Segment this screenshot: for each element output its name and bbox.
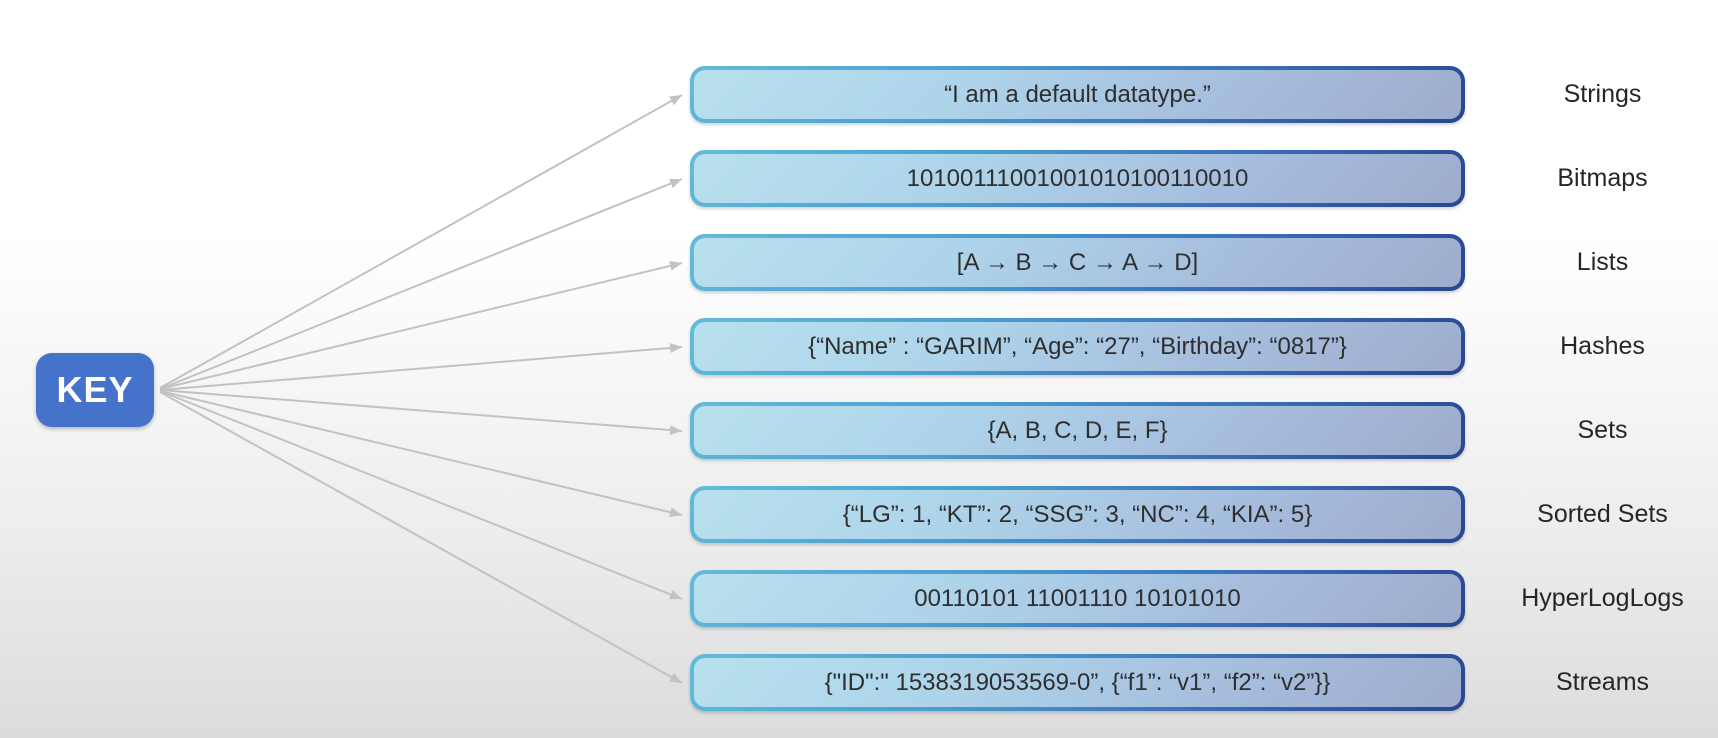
type-label-hashes: Hashes <box>1560 332 1645 360</box>
value-text-bitmaps: 10100111001001010100110010 <box>906 164 1249 192</box>
value-box-strings: “I am a default datatype.” <box>690 66 1465 123</box>
type-label-hyperloglogs: HyperLogLogs <box>1521 584 1684 612</box>
value-text-lists: [A → B → C → A → D] <box>956 248 1199 276</box>
type-label-sorted-sets: Sorted Sets <box>1537 500 1668 528</box>
value-box-lists: [A → B → C → A → D] <box>690 234 1465 291</box>
value-text-streams: {"ID":" 1538319053569-0”, {“f1”: “v1”, “… <box>824 668 1331 696</box>
type-label-strings: Strings <box>1563 80 1642 108</box>
value-text-sorted-sets: {“LG”: 1, “KT”: 2, “SSG”: 3, “NC”: 4, “K… <box>842 500 1313 528</box>
value-box-bitmaps: 10100111001001010100110010 <box>690 150 1465 207</box>
arrow-to-strings <box>159 94 683 389</box>
value-box-sets: {A, B, C, D, E, F} <box>690 402 1465 459</box>
key-node: KEY <box>36 353 154 427</box>
arrow-to-streams <box>159 391 683 684</box>
value-box-sorted-sets: {“LG”: 1, “KT”: 2, “SSG”: 3, “NC”: 4, “K… <box>690 486 1465 543</box>
value-text-strings: “I am a default datatype.” <box>944 80 1211 108</box>
key-label: KEY <box>56 369 134 410</box>
value-text-sets: {A, B, C, D, E, F} <box>987 416 1168 444</box>
value-text-hashes: {“Name” : “GARIM”, “Age”: “27”, “Birthda… <box>808 332 1347 360</box>
arrow-to-bitmaps <box>159 178 683 390</box>
arrow-to-hyperloglogs <box>159 390 683 600</box>
value-box-hyperloglogs: 00110101 11001110 10101010 <box>690 570 1465 627</box>
type-label-sets: Sets <box>1577 416 1628 444</box>
type-label-lists: Lists <box>1576 248 1629 276</box>
type-label-bitmaps: Bitmaps <box>1557 164 1648 192</box>
value-box-streams: {"ID":" 1538319053569-0”, {“f1”: “v1”, “… <box>690 654 1465 711</box>
type-label-streams: Streams <box>1555 668 1650 696</box>
arrow-to-sets <box>159 389 683 436</box>
arrow-to-sorted-sets <box>159 390 683 518</box>
value-box-hashes: {“Name” : “GARIM”, “Age”: “27”, “Birthda… <box>690 318 1465 375</box>
value-text-hyperloglogs: 00110101 11001110 10101010 <box>914 584 1241 612</box>
arrow-to-hashes <box>159 343 683 391</box>
arrow-to-lists <box>159 260 683 390</box>
